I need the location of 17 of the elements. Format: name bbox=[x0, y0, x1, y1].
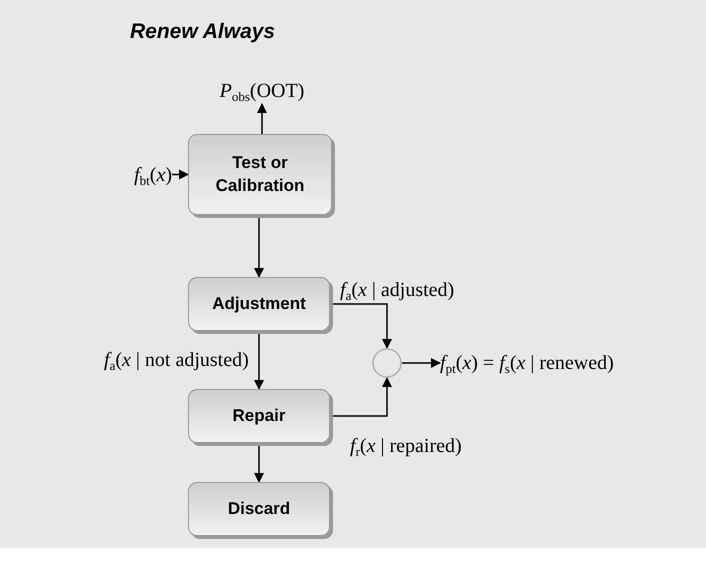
arrow bbox=[330, 303, 392, 349]
arrow bbox=[257, 103, 267, 134]
arrow bbox=[402, 358, 441, 368]
formula-text: P$_{obs}$(OOT) bbox=[205, 76, 319, 104]
arrow bbox=[254, 443, 264, 483]
arrow bbox=[330, 377, 392, 417]
process-box: Test or Calibration bbox=[188, 134, 332, 215]
arrow bbox=[172, 170, 189, 180]
process-box: Adjustment bbox=[188, 277, 330, 331]
process-box: Repair bbox=[188, 389, 330, 443]
formula-text: f$_{pt}$(x) = f$_{s}$(x | renewed) bbox=[440, 348, 704, 378]
diagram-title: Renew Always bbox=[130, 20, 276, 44]
junction-circle bbox=[372, 348, 402, 378]
arrow bbox=[254, 331, 264, 390]
arrow bbox=[254, 215, 264, 278]
process-box: Discard bbox=[188, 482, 330, 536]
formula-text: f$_{bt}$(x) bbox=[100, 160, 172, 190]
